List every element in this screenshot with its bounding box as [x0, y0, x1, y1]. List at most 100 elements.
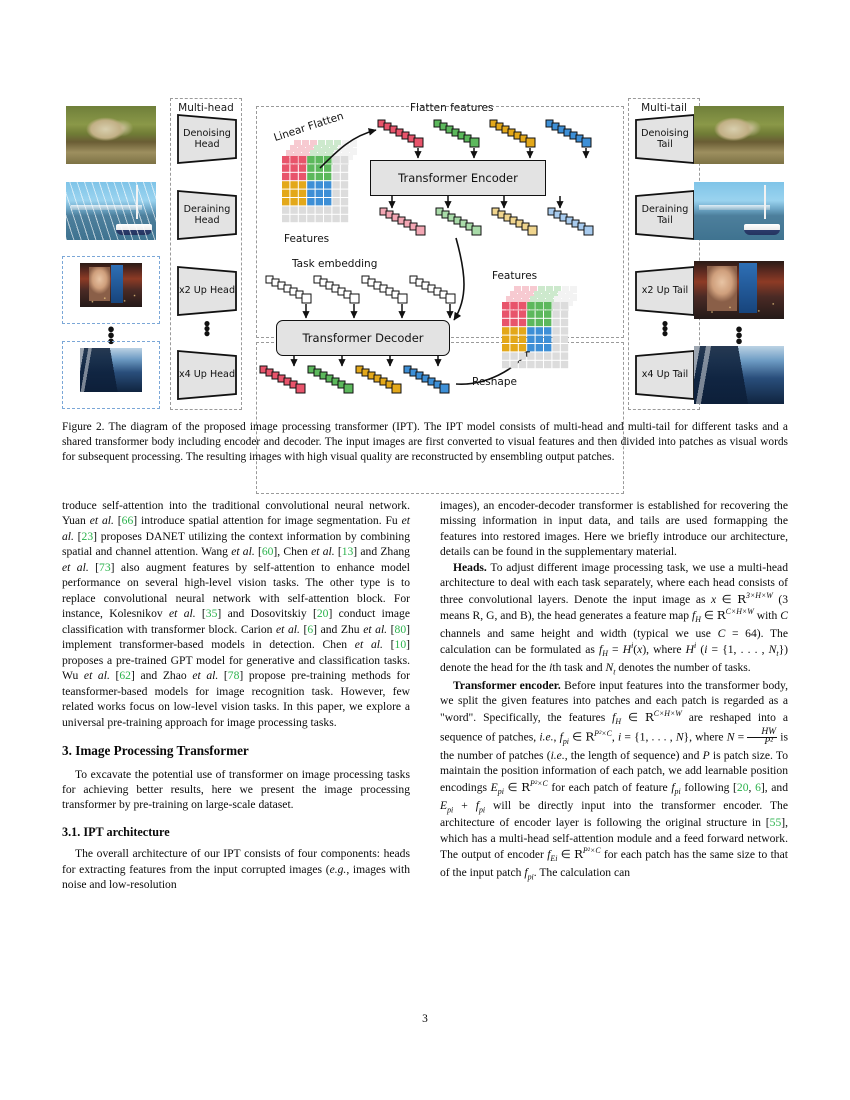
math: p — [674, 787, 679, 797]
t: = {1, . . . , — [621, 730, 676, 744]
t: ] implement transformer-based models in … — [62, 622, 410, 652]
math: p — [562, 736, 567, 746]
t: . The calculation can — [533, 866, 631, 880]
t: [ — [113, 514, 122, 528]
t: ] proposes DANET utilizing the context i… — [62, 529, 410, 559]
math: x — [711, 592, 717, 606]
math: f — [671, 780, 675, 794]
city-lights — [80, 263, 142, 307]
transformer-encoder-label: Transformer Encoder — [398, 171, 518, 185]
citation[interactable]: 23 — [81, 529, 94, 543]
text-column-right: images), an encoder-decoder transformer … — [440, 498, 788, 883]
t: i.e. — [539, 730, 554, 744]
math: E — [440, 798, 448, 812]
paragraph-heads: Heads. To adjust different image process… — [440, 560, 788, 678]
deraining-head-label: Deraining Head — [183, 203, 231, 226]
t: [ — [88, 560, 100, 574]
math: i — [566, 736, 569, 746]
t: = 64). The calculation can be formulated… — [440, 626, 788, 657]
x4up-tail-block: x4 Up Tail — [635, 349, 695, 401]
t: for each patch of feature — [547, 780, 672, 794]
math: f — [559, 730, 563, 744]
output-image-deraining — [694, 182, 784, 240]
denoising-tail-block: Denoising Tail — [635, 113, 695, 165]
t: , the length of sequence) and — [564, 748, 703, 762]
math: P²×C — [594, 728, 612, 738]
t: channels and same height and width (typi… — [440, 626, 718, 640]
task-embedding-label: Task embedding — [292, 258, 378, 270]
citation[interactable]: 6 — [307, 622, 314, 636]
math: f — [547, 848, 551, 862]
math: i — [531, 872, 534, 882]
t: The overall architecture of our IPT cons… — [62, 847, 410, 876]
t: will be directly input into the transfor… — [440, 798, 788, 830]
citation[interactable]: 13 — [341, 545, 354, 559]
t: [ — [109, 669, 120, 683]
x4up-head-label: x4 Up Head — [178, 369, 236, 381]
denoising-tail-label: Denoising Tail — [641, 127, 689, 150]
citation[interactable]: 78 — [227, 669, 240, 683]
bridge-shape-out — [699, 205, 770, 211]
math: P — [702, 748, 710, 762]
t: ], and — [760, 780, 788, 794]
t: et al. — [354, 638, 383, 652]
output-image-column: ●●● — [690, 98, 788, 410]
citation[interactable]: 62 — [119, 669, 131, 683]
citation[interactable]: 20 — [316, 607, 329, 621]
t: = {1, . . . , — [707, 643, 769, 657]
math: t — [613, 667, 616, 677]
multi-head-label: Multi-head — [178, 102, 234, 114]
t: ] introduce spatial attention for image … — [133, 514, 402, 528]
citation[interactable]: 6 — [755, 780, 761, 794]
math: f — [612, 710, 616, 724]
citation[interactable]: 80 — [394, 622, 407, 636]
math: f — [692, 609, 696, 622]
t: ), where — [642, 643, 686, 657]
deraining-tail-label: Deraining Tail — [641, 203, 689, 226]
city-lights-out — [694, 261, 784, 319]
math: C×H×W — [725, 607, 754, 617]
section-heading-3: 3. Image Processing Transformer — [62, 743, 249, 759]
citation[interactable]: 55 — [769, 816, 782, 830]
citation[interactable]: 66 — [121, 514, 134, 528]
t: et al. — [276, 622, 300, 636]
t: for each patch has the same size to that… — [440, 848, 788, 880]
t: ] conduct image classification with tran… — [62, 607, 411, 636]
citation[interactable]: 73 — [99, 560, 111, 574]
t: ∈ — [716, 592, 738, 606]
math: R — [716, 608, 726, 622]
text-column-left: troduce self-attention into the traditio… — [62, 498, 410, 893]
x2up-tail-label: x2 Up Tail — [641, 285, 689, 297]
t: ∈ — [621, 710, 645, 724]
output-image-denoising — [694, 106, 784, 164]
math: P²×C — [530, 778, 548, 788]
math: R — [585, 729, 595, 744]
math: f — [475, 798, 479, 812]
t: i — [549, 661, 553, 675]
math: H — [695, 615, 701, 625]
math: H — [602, 649, 608, 659]
t: = — [607, 643, 623, 657]
math: E — [550, 854, 556, 864]
t: ] also augment features by self-attentio… — [62, 560, 410, 621]
flatten-features-label: Flatten features — [410, 102, 494, 114]
t: et al. — [169, 607, 196, 621]
x2up-tail-block: x2 Up Tail — [635, 265, 695, 317]
rain-streaks — [66, 182, 156, 240]
output-image-x4up — [694, 346, 784, 404]
citation[interactable]: 60 — [261, 545, 274, 559]
multi-tail-panel: Multi-tail Denoising Tail Deraining Tail… — [628, 98, 700, 410]
t: ( — [633, 643, 638, 657]
citation[interactable]: 10 — [394, 638, 407, 652]
t: et al. — [311, 545, 335, 559]
math: N — [768, 643, 777, 657]
math: N — [675, 730, 684, 744]
output-image-x2up — [694, 261, 784, 319]
subsection-heading-3-1: 3.1. IPT architecture — [62, 824, 170, 839]
citation[interactable]: 35 — [205, 607, 218, 621]
t: et al. — [83, 669, 110, 683]
citation[interactable]: 20 — [736, 780, 749, 794]
math: f — [599, 643, 603, 657]
paragraph-transformer-encoder: Transformer encoder. Before input featur… — [440, 678, 788, 883]
